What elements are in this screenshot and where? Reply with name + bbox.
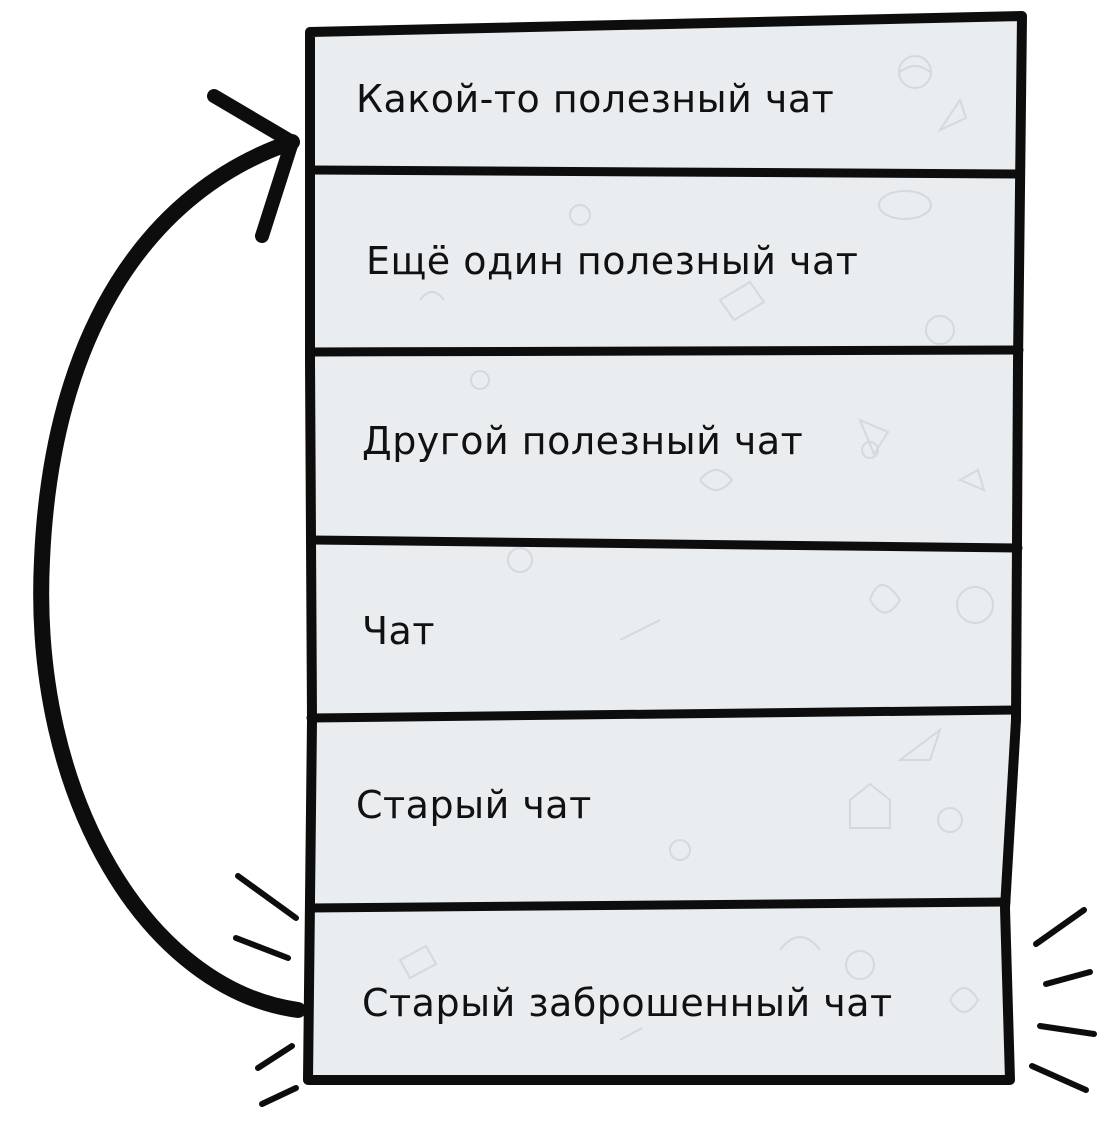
- row-dividers: [305, 165, 1025, 913]
- chat-row-label: Другой полезный чат: [362, 419, 803, 463]
- row-divider: [306, 705, 1021, 723]
- row-divider: [306, 535, 1023, 553]
- shake-mark: [1037, 1023, 1097, 1037]
- shake-mark: [1033, 907, 1087, 947]
- shake-mark: [259, 1085, 299, 1107]
- chat-row[interactable]: Какой-то полезный чат: [356, 77, 834, 121]
- arrow-head: [207, 89, 299, 243]
- chat-row-label: Ещё один полезный чат: [366, 239, 858, 283]
- shake-mark: [255, 1043, 295, 1071]
- chat-row[interactable]: Старый чат: [356, 783, 592, 827]
- chat-row-label: Какой-то полезный чат: [356, 77, 834, 121]
- shake-marks: [233, 873, 1097, 1107]
- chat-row-label: Старый чат: [356, 783, 592, 827]
- wallpaper-doodles: [398, 55, 994, 1041]
- shake-mark: [235, 873, 299, 921]
- chat-row-label: Чат: [362, 609, 435, 653]
- shake-mark: [1029, 1063, 1089, 1093]
- chat-row-highlighted[interactable]: Старый заброшенный чат: [362, 981, 893, 1025]
- row-divider: [307, 165, 1025, 179]
- chat-row[interactable]: Другой полезный чат: [362, 419, 803, 463]
- chat-row[interactable]: Чат: [362, 609, 435, 653]
- arrow-shaft: [33, 134, 306, 1018]
- chat-list: Какой-то полезный чат Ещё один полезный …: [356, 77, 893, 1025]
- shake-mark: [1043, 969, 1093, 987]
- chat-row[interactable]: Ещё один полезный чат: [366, 239, 858, 283]
- shake-mark: [233, 935, 291, 961]
- row-divider: [306, 345, 1024, 357]
- curved-arrow-up-icon: [33, 89, 306, 1018]
- chat-row-label-highlighted: Старый заброшенный чат: [362, 981, 893, 1025]
- row-divider: [305, 897, 1011, 913]
